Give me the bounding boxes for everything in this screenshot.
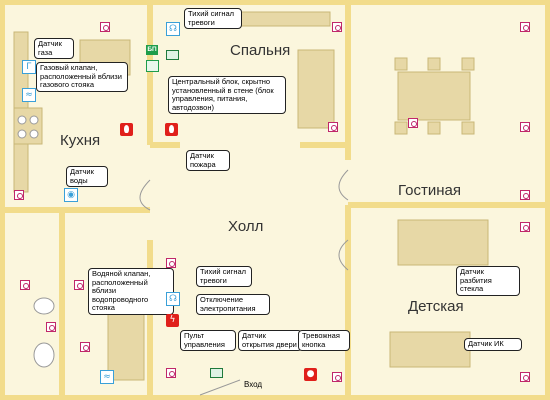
entrance-label: Вход <box>244 380 263 389</box>
water-sensor-icon: ◉ <box>64 188 78 202</box>
sensor-icon <box>328 122 338 132</box>
sensor-icon <box>520 190 530 200</box>
callout-gas-sensor: Датчик газа <box>34 38 74 59</box>
gas-valve-icon: ≈ <box>22 88 36 102</box>
room-kitchen: Кухня <box>60 132 101 149</box>
fire-icon <box>165 123 178 136</box>
control-panel-icon <box>210 368 223 378</box>
control-panel-icon <box>166 50 179 60</box>
sensor-icon <box>166 368 176 378</box>
sensor-icon <box>46 322 56 332</box>
alarm-icon: ☊ <box>166 22 180 36</box>
sensor-icon <box>520 22 530 32</box>
sensor-icon <box>520 372 530 382</box>
sensor-icon <box>332 22 342 32</box>
room-living: Гостиная <box>398 182 461 199</box>
sensor-icon <box>520 222 530 232</box>
callout-ir-sensor: Датчик ИК <box>464 338 522 351</box>
sensor-icon <box>166 258 176 268</box>
callout-door-sensor: Датчик открытия двери <box>238 330 302 351</box>
alarm-icon: ☊ <box>166 292 180 306</box>
callout-gas-valve: Газовый клапан, расположенный вблизи газ… <box>36 62 128 92</box>
central-unit-icon <box>146 60 159 72</box>
sensor-icon <box>332 372 342 382</box>
gas-sensor-icon: Г <box>22 60 36 74</box>
room-bedroom: Спальня <box>230 42 291 59</box>
callout-water-sensor: Датчик воды <box>66 166 108 187</box>
sensor-icon <box>74 280 84 290</box>
sensor-icon <box>100 22 110 32</box>
sensor-icon <box>20 280 30 290</box>
panic-button-icon: ● <box>304 368 317 381</box>
callout-fire-sensor: Датчик пожара <box>186 150 230 171</box>
callout-central-unit: Центральный блок, скрытно установленный … <box>168 76 286 114</box>
callout-panic-button: Тревожная кнопка <box>298 330 350 351</box>
callout-power-cutoff: Отключение электропитания <box>196 294 270 315</box>
fire-icon <box>120 123 133 136</box>
callout-glass-sensor: Датчик разбития стекла <box>456 266 520 296</box>
sensor-icon <box>520 122 530 132</box>
callout-silent-alarm-2: Тихий сигнал тревоги <box>196 266 252 287</box>
power-cutoff-icon: ϟ <box>166 314 179 327</box>
water-valve-icon: ≈ <box>100 370 114 384</box>
room-kids: Детская <box>408 298 464 315</box>
power-unit-badge: БП <box>146 45 158 55</box>
room-hall: Холл <box>228 218 264 235</box>
callout-silent-alarm: Тихий сигнал тревоги <box>184 8 242 29</box>
sensor-icon <box>80 342 90 352</box>
callout-control-panel: Пульт управления <box>180 330 236 351</box>
sensor-icon <box>408 118 418 128</box>
callout-water-valve: Водяной клапан, расположенный вблизи вод… <box>88 268 174 315</box>
sensor-icon <box>14 190 24 200</box>
